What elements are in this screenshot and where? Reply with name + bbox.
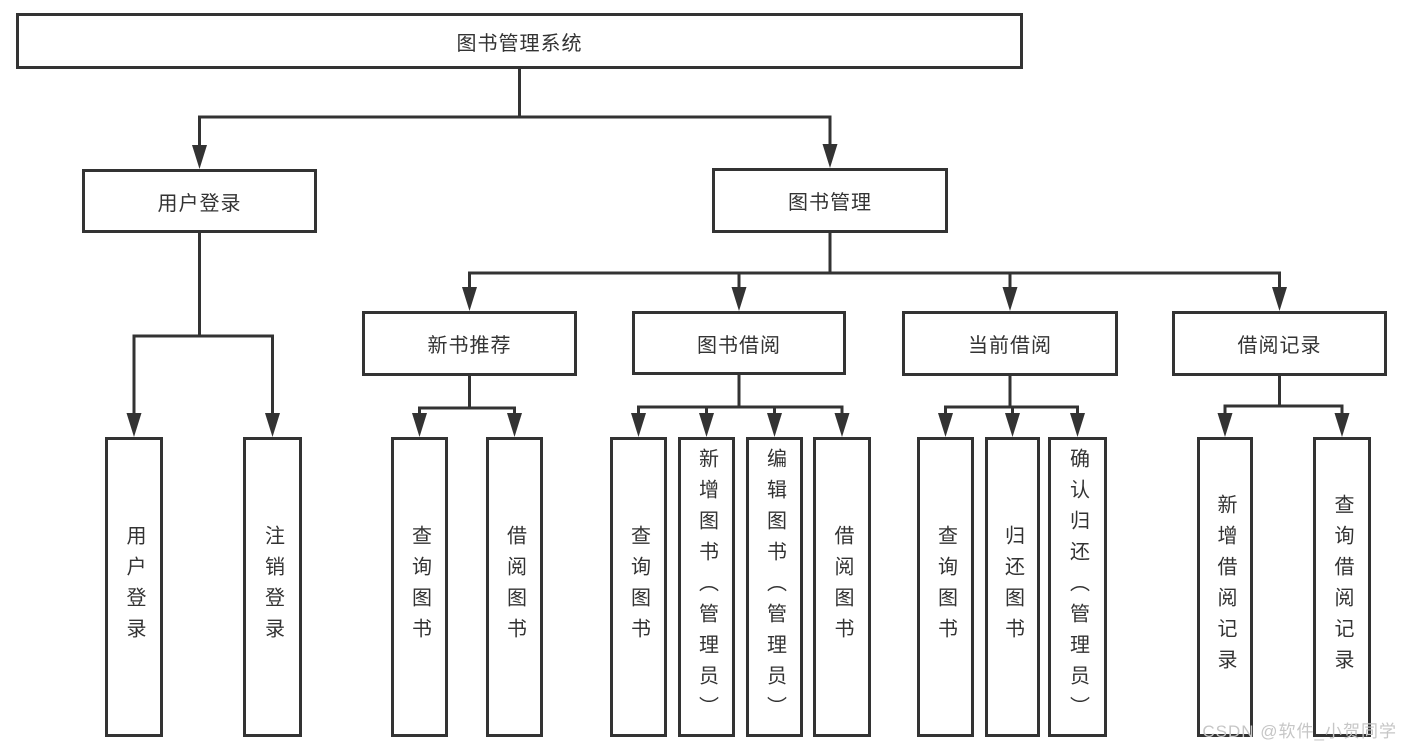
arrowhead-icon [507,413,522,437]
node-new-book-recommend: 新书推荐 [362,311,577,376]
leaf-recommend-borrow-books-label: 借阅图书 [503,525,526,649]
node-current-borrowing-label: 当前借阅 [968,335,1052,357]
leaf-borrowing-query-books-label: 查询图书 [627,525,650,649]
leaf-borrowing-borrow-books-label: 借阅图书 [831,525,853,649]
node-user-login: 用户登录 [82,169,317,233]
node-root-label: 图书管理系统 [456,32,583,55]
leaf-user-login-label: 用户登录 [123,525,145,649]
arrowhead-icon [938,413,953,437]
arrowhead-icon [1217,413,1233,437]
arrowhead-icon [699,413,714,437]
leaf-recommend-borrow-books: 借阅图书 [486,437,543,737]
leaf-current-return-books-label: 归还图书 [1001,525,1024,649]
node-borrowing-records-label: 借阅记录 [1237,335,1322,357]
arrowhead-icon [126,413,142,437]
leaf-records-add-record-label: 新增借阅记录 [1214,494,1236,680]
arrowhead-icon [731,287,747,311]
arrowhead-icon [1272,287,1287,311]
leaf-current-confirm-return-admin: 确认归还（管理员） [1048,437,1107,737]
leaf-borrowing-borrow-books: 借阅图书 [813,437,871,737]
leaf-current-confirm-return-admin-label: 确认归还（管理员） [1066,447,1089,727]
arrowhead-icon [631,413,646,437]
node-new-book-recommend-label: 新书推荐 [427,335,512,357]
leaf-borrowing-edit-books-admin-label: 编辑图书（管理员） [763,447,786,727]
arrowhead-icon [265,413,280,437]
arrowhead-icon [767,413,782,437]
node-root: 图书管理系统 [16,13,1023,69]
arrowhead-icon [412,413,427,437]
leaf-logout-label: 注销登录 [261,525,284,649]
leaf-current-return-books: 归还图书 [985,437,1040,737]
node-book-borrowing: 图书借阅 [632,311,846,375]
leaf-borrowing-add-books-admin: 新增图书（管理员） [678,437,735,737]
leaf-records-query-record-label: 查询借阅记录 [1331,494,1353,680]
arrowhead-icon [822,144,838,168]
arrowhead-icon [1002,287,1018,311]
watermark: CSDN @软件_小贺同学 [1202,722,1397,741]
leaf-records-query-record: 查询借阅记录 [1313,437,1371,737]
arrowhead-icon [834,413,850,437]
node-user-login-label: 用户登录 [157,192,242,215]
leaf-records-add-record: 新增借阅记录 [1197,437,1253,737]
leaf-current-query-books-label: 查询图书 [934,525,957,649]
arrowhead-icon [1005,413,1020,437]
leaf-borrowing-add-books-admin-label: 新增图书（管理员） [695,447,718,727]
leaf-borrowing-query-books: 查询图书 [610,437,667,737]
node-current-borrowing: 当前借阅 [902,311,1118,376]
node-book-management: 图书管理 [712,168,948,233]
node-book-management-label: 图书管理 [788,192,872,214]
leaf-current-query-books: 查询图书 [917,437,974,737]
node-book-borrowing-label: 图书借阅 [697,334,781,357]
leaf-logout: 注销登录 [243,437,302,737]
leaf-borrowing-edit-books-admin: 编辑图书（管理员） [746,437,803,737]
arrowhead-icon [1070,413,1085,437]
leaf-user-login: 用户登录 [105,437,163,737]
leaf-recommend-query-books: 查询图书 [391,437,448,737]
node-borrowing-records: 借阅记录 [1172,311,1387,376]
arrowhead-icon [462,287,477,311]
leaf-recommend-query-books-label: 查询图书 [408,525,431,649]
arrowhead-icon [192,145,207,169]
arrowhead-icon [1334,413,1350,437]
